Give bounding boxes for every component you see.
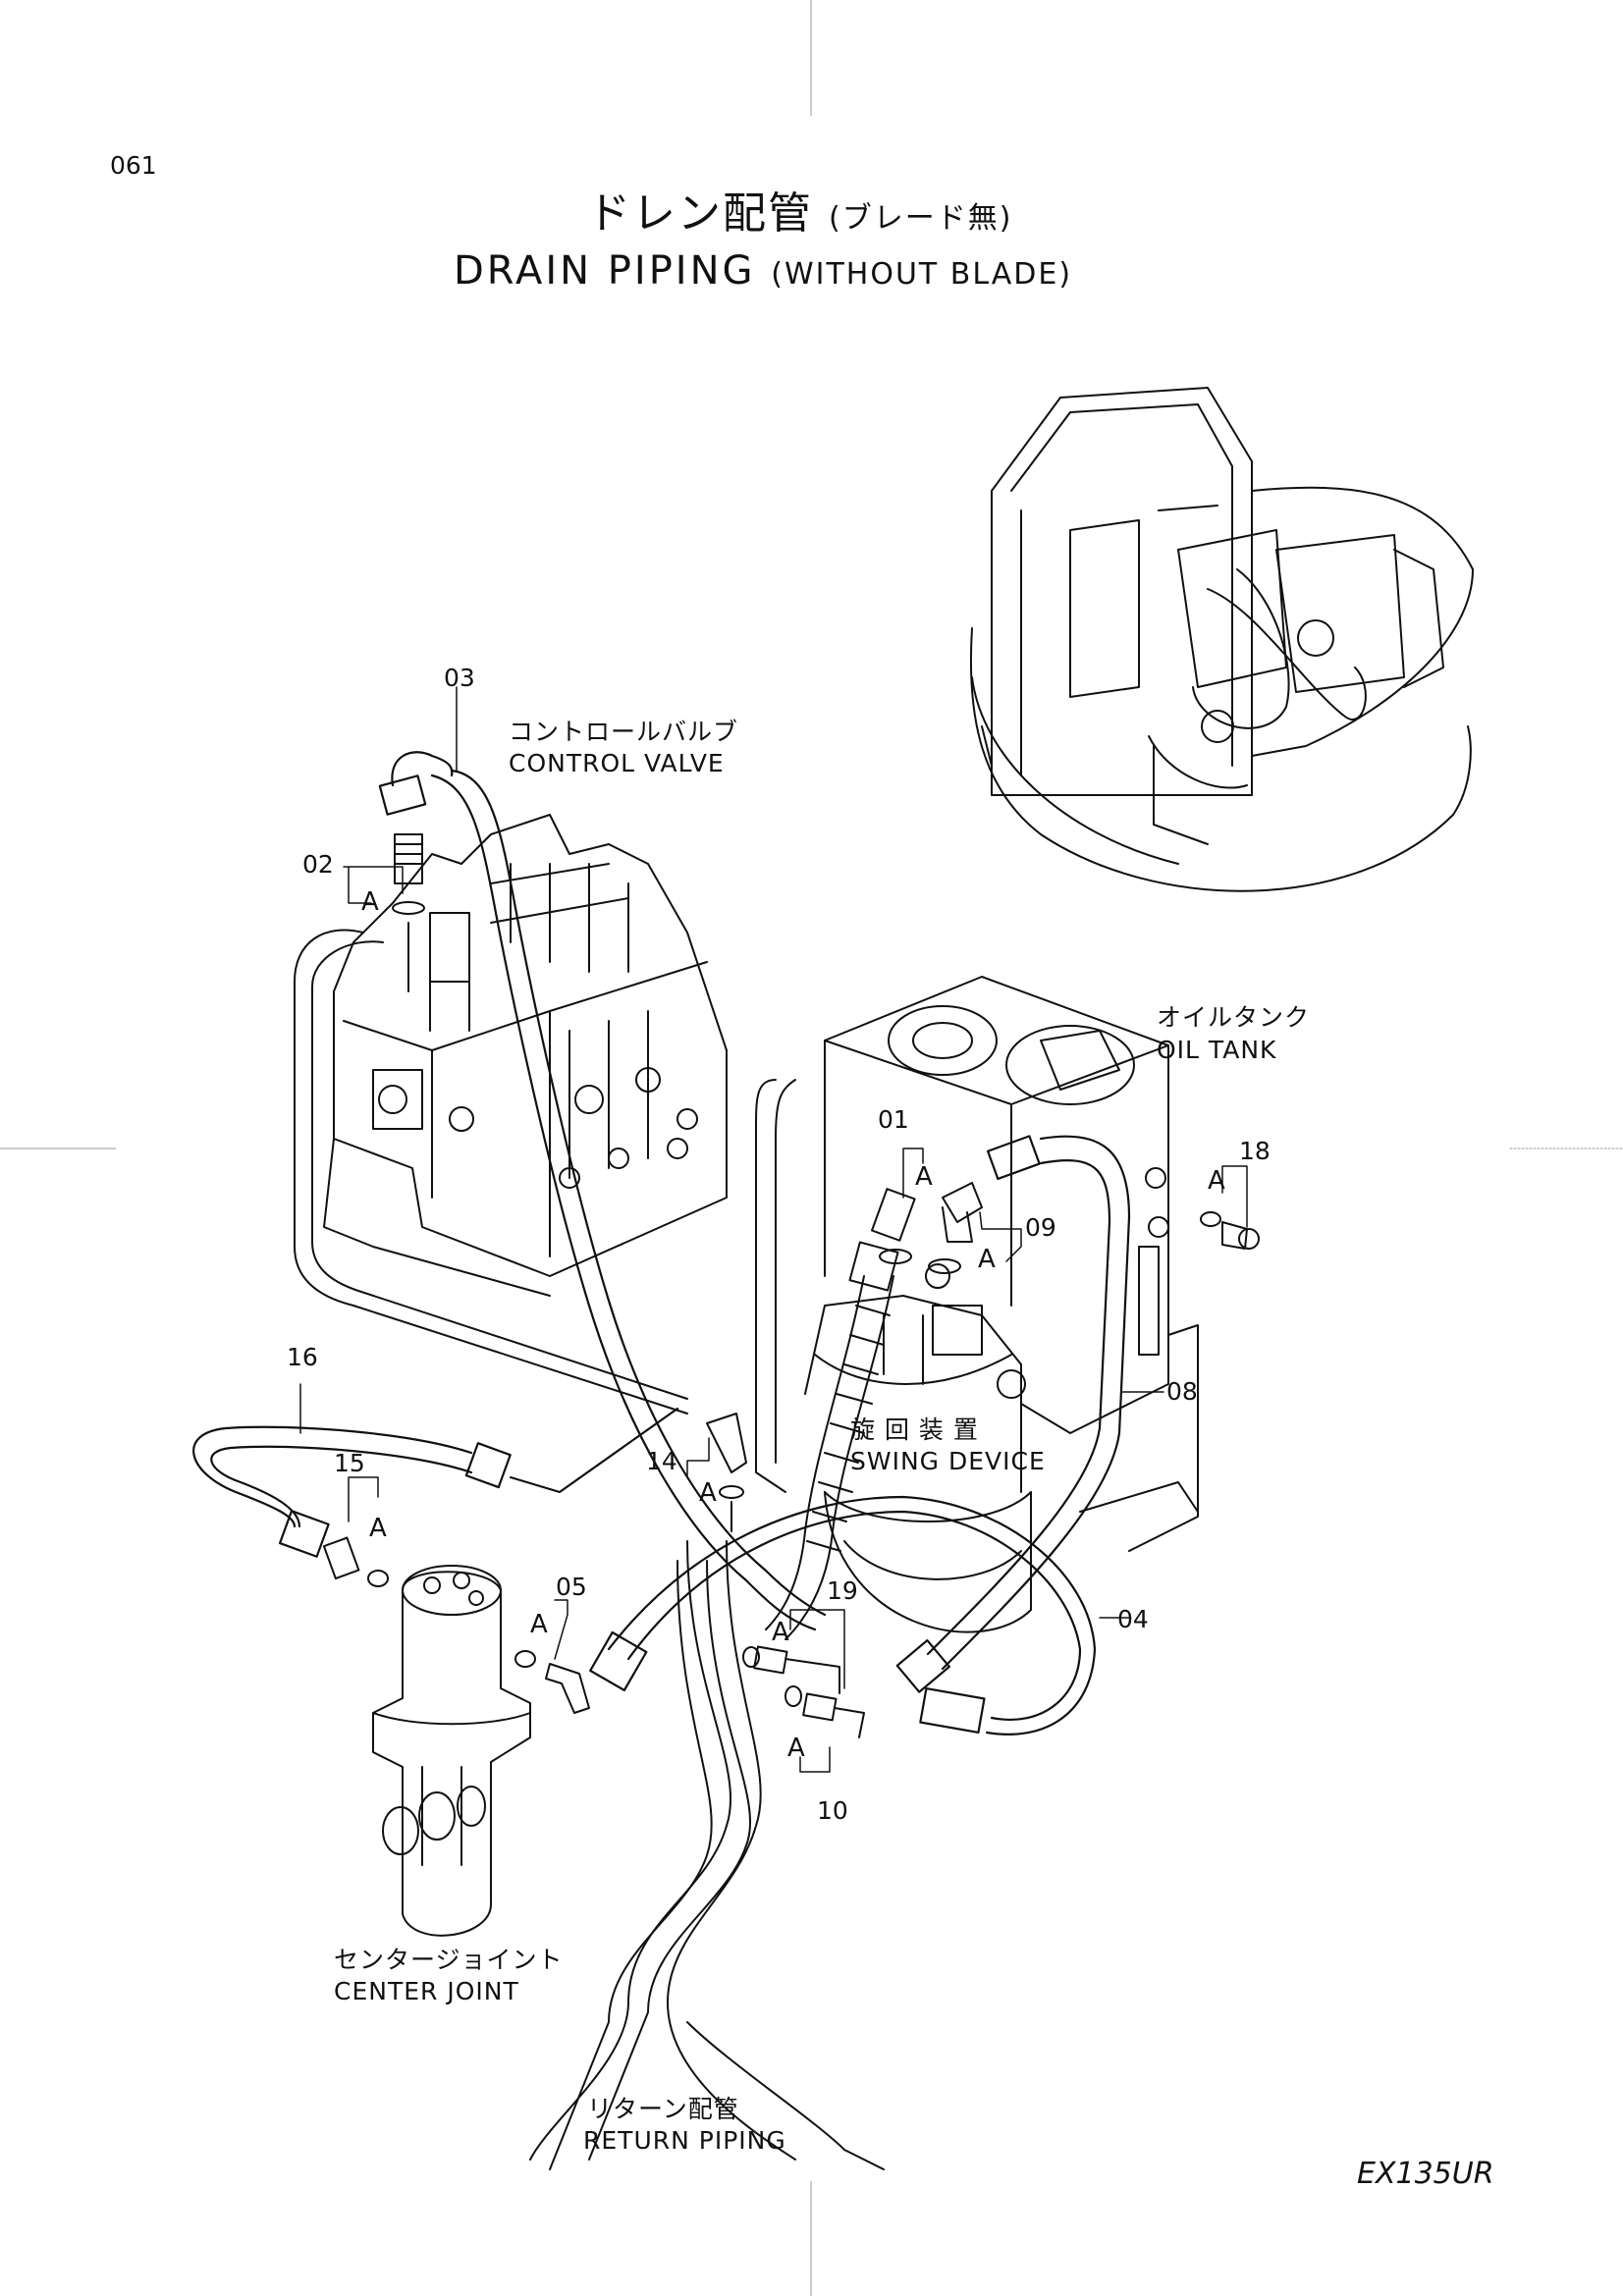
hose-03 <box>378 751 827 1631</box>
part-number-18: 18 <box>1239 1137 1271 1165</box>
title-jp-main: ドレン配管 <box>587 188 813 239</box>
return-piping-label-jp: リターン配管 <box>587 2095 739 2123</box>
control-valve-label-jp: コントロールバルブ <box>509 718 739 746</box>
oil-tank-label-jp: オイルタンク <box>1157 1003 1311 1032</box>
section-mark-a: A <box>915 1162 933 1192</box>
title-en-main: DRAIN PIPING <box>454 248 756 294</box>
part-number-04: 04 <box>1117 1605 1149 1633</box>
center-joint-label-en: CENTER JOINT <box>334 1977 519 2005</box>
swing-device-drawing <box>804 1263 1032 1633</box>
title-jp-sub: (ブレード無) <box>829 201 1013 236</box>
fitting-15 <box>322 1536 389 1587</box>
part-number-02: 02 <box>302 850 334 879</box>
fitting-09 <box>928 1182 983 1274</box>
part-number-09: 09 <box>1025 1213 1056 1242</box>
swing-device-label-en: SWING DEVICE <box>850 1447 1046 1475</box>
control-valve-label-en: CONTROL VALVE <box>509 749 725 777</box>
title-en-sub: (WITHOUT BLADE) <box>771 257 1073 292</box>
page-number: 061 <box>110 151 157 180</box>
part-number-16: 16 <box>287 1343 318 1371</box>
section-mark-a: A <box>787 1734 805 1763</box>
fitting-05 <box>545 1663 590 1714</box>
fitting-10 <box>784 1685 865 1738</box>
part-number-14: 14 <box>646 1447 677 1475</box>
part-number-15: 15 <box>334 1449 365 1477</box>
oil-tank-label-en: OIL TANK <box>1157 1036 1277 1064</box>
section-mark-a: A <box>369 1514 387 1543</box>
control-valve-drawing <box>323 814 728 1297</box>
part-number-01: 01 <box>878 1105 909 1134</box>
center-joint-drawing <box>372 1565 536 1937</box>
center-joint-label-jp: センタージョイント <box>334 1946 564 1974</box>
section-mark-a: A <box>530 1610 548 1639</box>
section-mark-a: A <box>772 1618 789 1647</box>
section-mark-a: A <box>1208 1166 1225 1196</box>
hose-16 <box>192 1407 679 1558</box>
section-mark-a: A <box>699 1478 717 1508</box>
oil-tank-drawing <box>755 976 1199 1552</box>
swing-device-label-jp: 旋 回 装 置 <box>850 1415 979 1444</box>
hose-08 <box>895 1135 1131 1693</box>
model-label: EX135UR <box>1357 2157 1494 2191</box>
part-number-10: 10 <box>817 1796 848 1825</box>
section-mark-a: A <box>978 1245 996 1274</box>
leader-lines <box>299 686 1248 1773</box>
hose-04 <box>589 1495 1097 1735</box>
return-pipe-loop <box>294 929 688 1415</box>
spring-protector-hose <box>765 1241 899 1640</box>
excavator-thumbnail <box>969 387 1474 892</box>
part-number-05: 05 <box>556 1573 587 1601</box>
fitting-02 <box>392 833 425 992</box>
plug-18 <box>1145 1167 1260 1250</box>
fitting-14 <box>706 1413 747 1532</box>
fitting-01 <box>871 1188 916 1264</box>
section-mark-a: A <box>361 887 379 917</box>
part-number-03: 03 <box>444 664 475 692</box>
part-number-08: 08 <box>1166 1377 1198 1406</box>
fitting-19 <box>742 1645 840 1694</box>
return-piping-drawing <box>529 1540 885 2170</box>
title-en: DRAIN PIPING (WITHOUT BLADE) <box>454 251 1072 291</box>
part-number-19: 19 <box>827 1576 858 1605</box>
return-piping-label-en: RETURN PIPING <box>583 2126 786 2155</box>
title-jp: ドレン配管 (ブレード無) <box>587 192 1012 236</box>
